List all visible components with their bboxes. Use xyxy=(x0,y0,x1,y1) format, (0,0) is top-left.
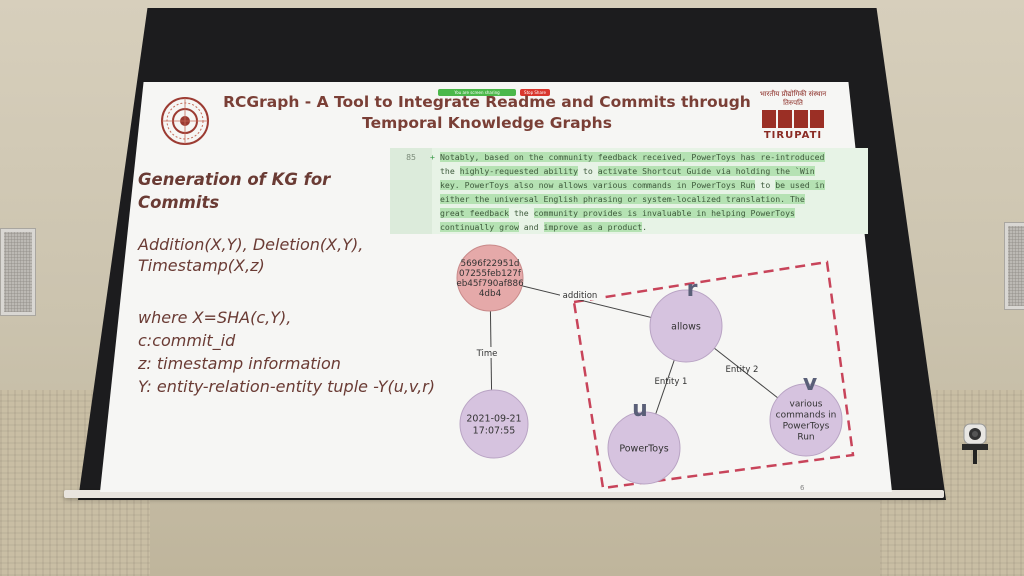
node-powertoys xyxy=(607,411,681,485)
code-segment: either the universal English phrasing or… xyxy=(440,194,805,204)
node-label-line: 4db4 xyxy=(479,289,502,299)
code-line: key. PowerToys also now allows various c… xyxy=(440,178,864,192)
logo-mark xyxy=(756,110,830,128)
formula-block: Addition(X,Y), Deletion(X,Y), Timestamp(… xyxy=(138,234,388,276)
node-label-line: 5696f22951d xyxy=(460,259,519,269)
stop-share-button[interactable]: Stop Share xyxy=(520,89,550,96)
node-label-line: Run xyxy=(797,433,814,443)
node-allows xyxy=(649,289,723,363)
slide-title: RCGraph - A Tool to Integrate Readme and… xyxy=(223,93,751,132)
definitions-block: where X=SHA(c,Y), c:commit_id z: timesta… xyxy=(138,306,468,398)
annotation-u: u xyxy=(632,397,648,422)
node-label-line: PowerToys xyxy=(619,443,668,454)
definition-line: c:commit_id xyxy=(138,331,236,350)
code-segment: be used in xyxy=(775,180,825,190)
screenshare-bar: You are screen sharing Stop Share xyxy=(438,88,578,97)
edge-label-entity2: Entity 2 xyxy=(726,365,759,375)
code-segment: the xyxy=(509,208,534,218)
speaker-right xyxy=(1004,222,1024,310)
code-segment: great feedback xyxy=(440,208,510,218)
node-label-allows: allows xyxy=(671,321,701,332)
line-number: 85 xyxy=(406,152,416,162)
slide-number: 6 xyxy=(800,484,805,492)
definition-line: z: timestamp information xyxy=(138,354,341,373)
edge-label-entity1: Entity 1 xyxy=(655,377,688,387)
code-line: great feedback the community provides is… xyxy=(440,206,864,220)
code-segment: activate Shortcut Guide via holding the … xyxy=(597,166,815,176)
node-commit xyxy=(456,244,524,312)
code-line: continually grow and improve as a produc… xyxy=(440,220,864,234)
kg-heading: Generation of KG for Commits xyxy=(138,170,331,212)
edge-label-addition: addition xyxy=(563,291,598,301)
annotation-v: v xyxy=(803,371,818,396)
node-label-powertoys: PowerToys xyxy=(619,443,668,454)
code-segment: to xyxy=(755,180,776,190)
speaker-left xyxy=(0,228,36,316)
line-number-gutter: 85 xyxy=(390,148,432,234)
node-label-line: 07255feb127f xyxy=(459,269,522,279)
node-label-line: allows xyxy=(671,321,701,332)
edge-label-time: Time xyxy=(476,349,498,359)
university-seal-logo xyxy=(160,96,210,146)
code-line: either the universal English phrasing or… xyxy=(440,192,864,206)
diff-code-lines: Notably, based on the community feedback… xyxy=(440,150,864,234)
logo-hindi-text: भारतीय प्रौद्योगिकी संस्थान तिरुपति xyxy=(759,90,827,107)
node-label-line: 2021-09-21 xyxy=(466,413,521,424)
screen-bottom-bar xyxy=(64,490,944,498)
node-label-line: PowerToys xyxy=(783,422,830,432)
node-label-line: eb45f790af886 xyxy=(456,279,524,289)
logo-name: TIRUPATI xyxy=(763,130,823,141)
code-segment: and xyxy=(518,222,544,232)
code-segment: highly-requested ability xyxy=(459,166,579,176)
node-label-line: various xyxy=(790,400,823,410)
code-segment: . xyxy=(642,222,648,232)
code-segment: improve as a product xyxy=(543,222,643,232)
code-segment: key. PowerToys also now allows various c… xyxy=(440,180,756,190)
diff-plus-marker: + xyxy=(430,152,435,162)
code-segment: Notably, based on the community feedback… xyxy=(440,152,825,162)
node-commands xyxy=(769,383,843,457)
code-segment: to xyxy=(578,166,598,176)
code-line: Notably, based on the community feedback… xyxy=(440,150,864,164)
definition-line: where X=SHA(c,Y), xyxy=(138,308,292,327)
node-label-line: 17:07:55 xyxy=(473,425,516,436)
entity-tuple-dashed-box xyxy=(572,260,855,490)
diff-code-snippet: 85 + Notably, based on the community fee… xyxy=(390,148,868,234)
camera-icon xyxy=(960,420,990,464)
definition-line: Y: entity-relation-entity tuple -Y(u,v,r… xyxy=(138,377,435,396)
code-segment: community provides is invaluable in help… xyxy=(533,208,795,218)
formula-line: Addition(X,Y), Deletion(X,Y), xyxy=(138,235,364,254)
node-timestamp xyxy=(459,389,529,459)
code-line: the highly-requested ability to activate… xyxy=(440,164,864,178)
iit-tirupati-logo: भारतीय प्रौद्योगिकी संस्थान तिरुपति TIRU… xyxy=(754,90,832,141)
formula-line: Timestamp(X,z) xyxy=(138,256,265,275)
screen-sharing-indicator: You are screen sharing xyxy=(438,89,516,96)
node-label-line: commands in xyxy=(776,411,837,421)
annotation-r: r xyxy=(687,277,698,302)
code-segment: continually grow xyxy=(440,222,519,232)
code-segment: the xyxy=(440,166,460,176)
